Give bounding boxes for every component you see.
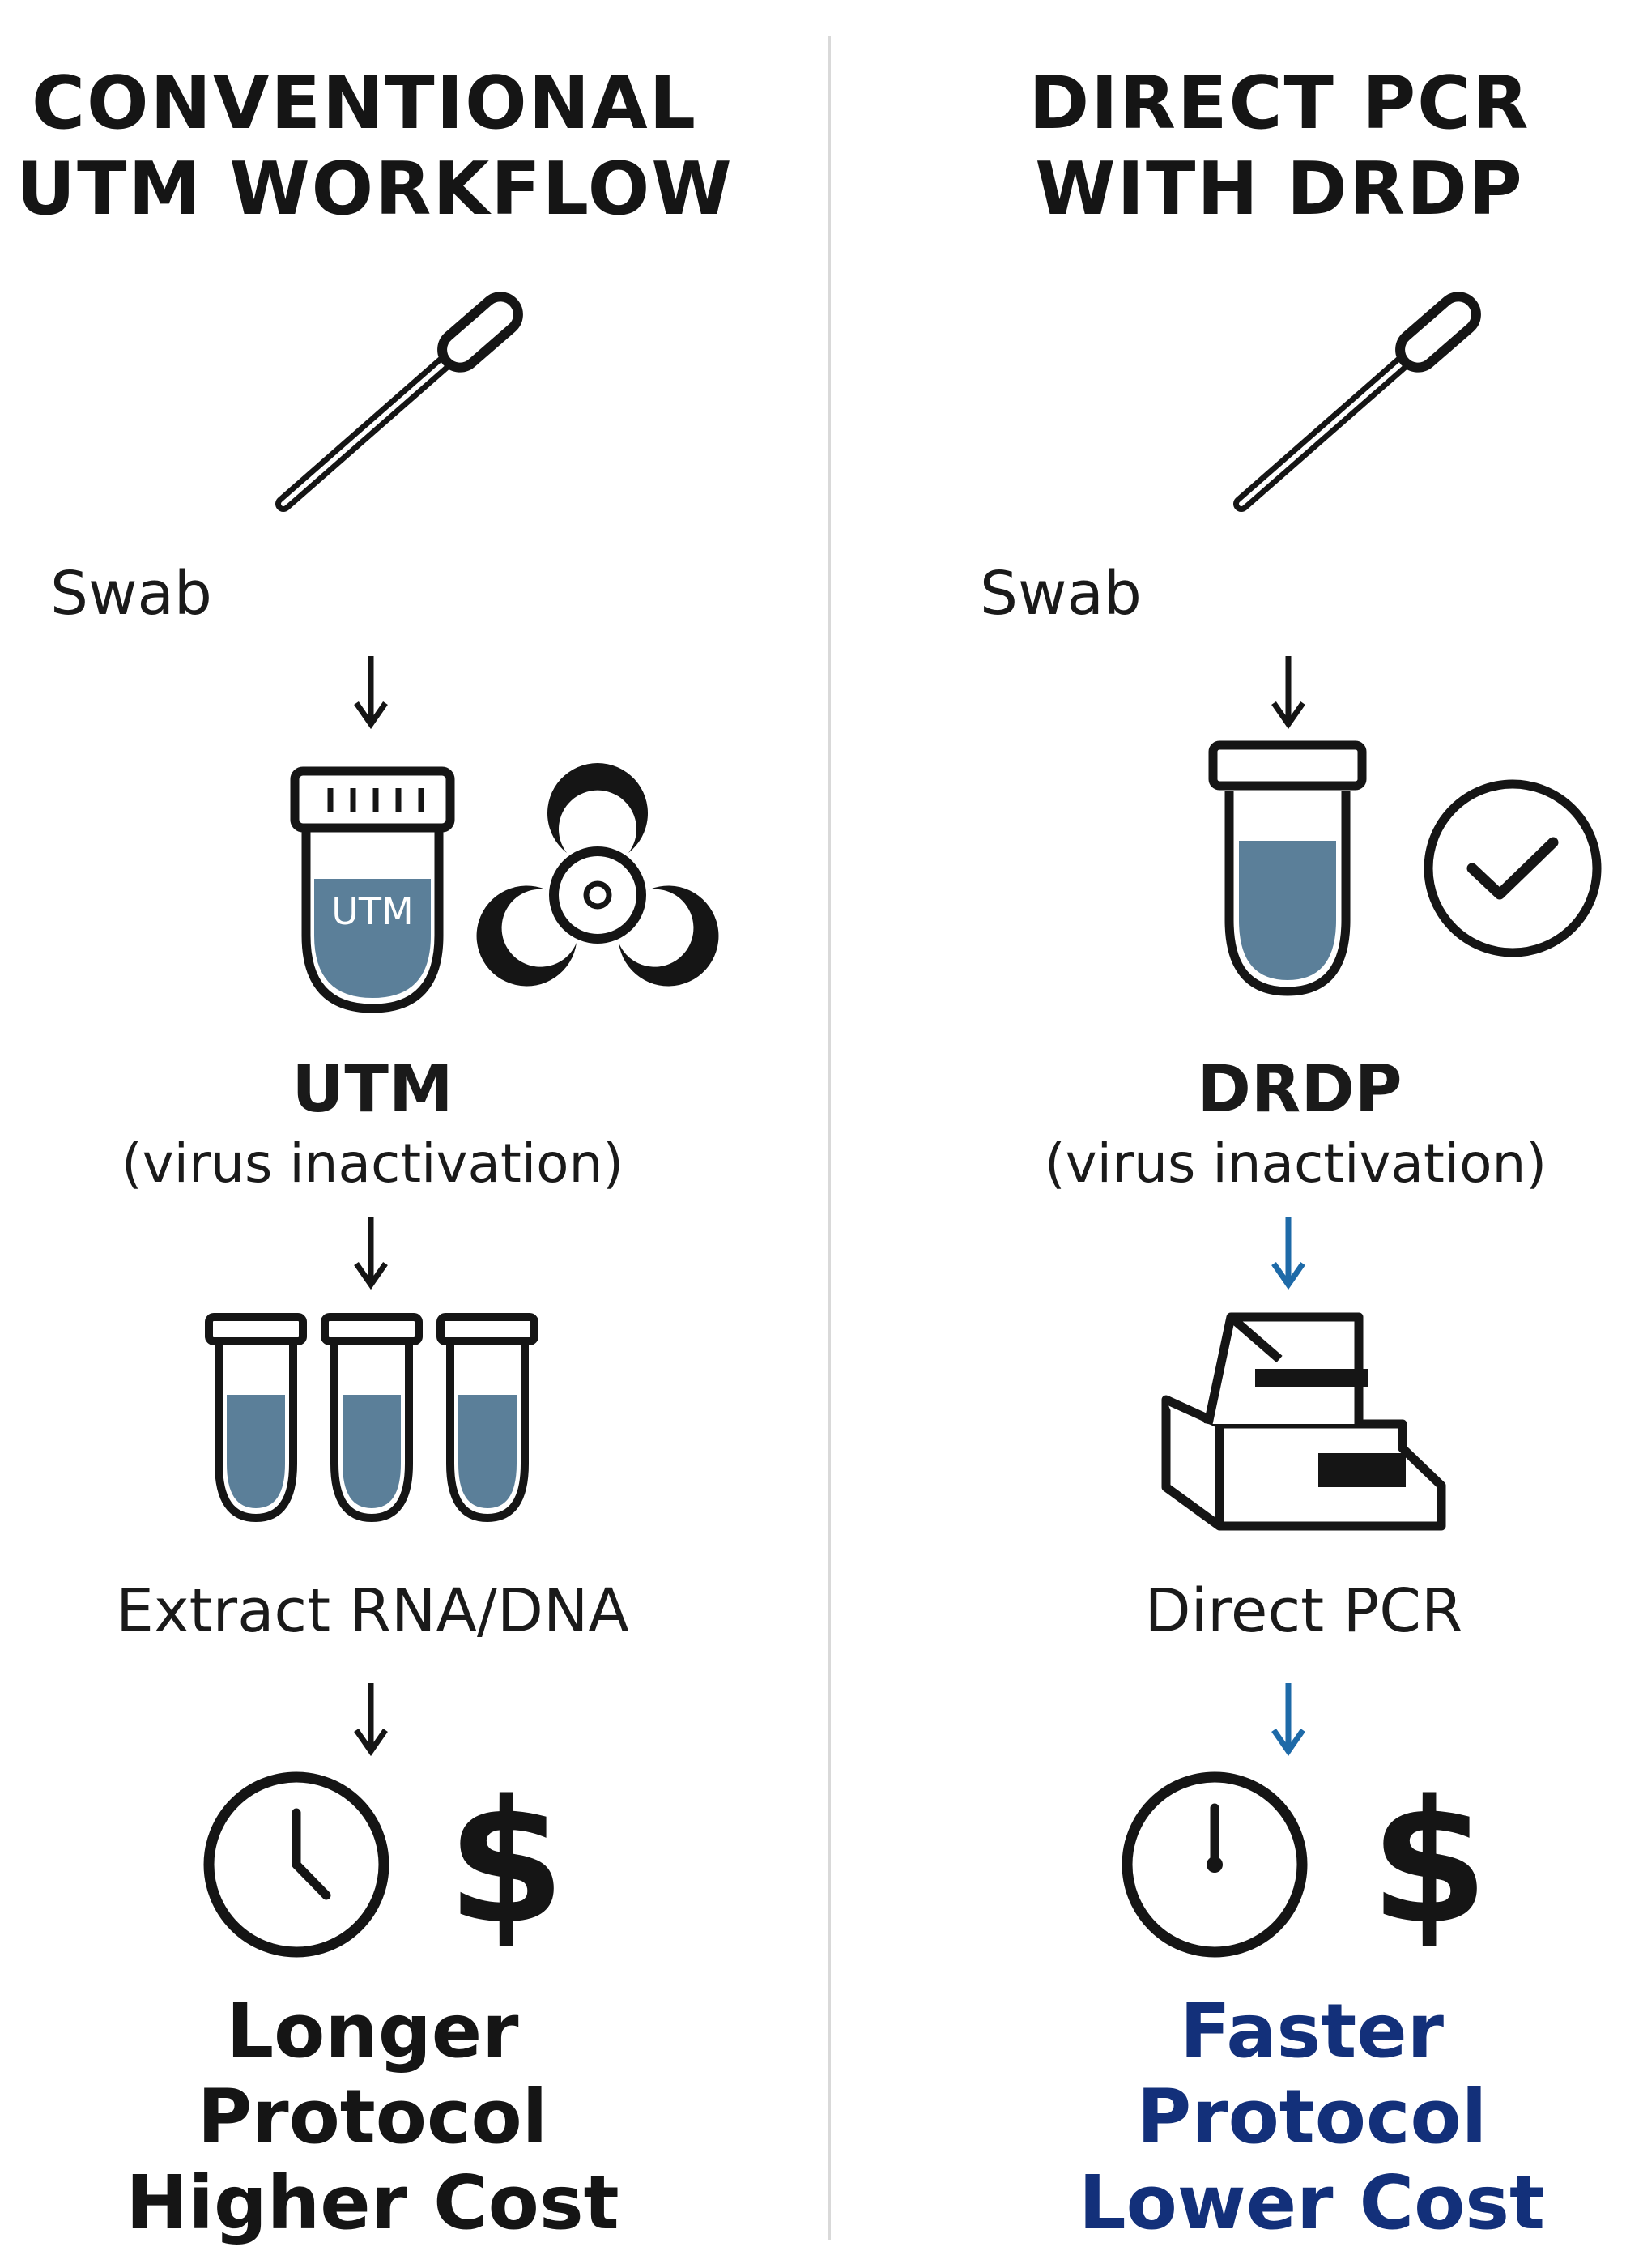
direct-pcr-label: Direct PCR: [1144, 1576, 1463, 1646]
left-stage-title: UTM: [292, 1051, 453, 1127]
right-stage-title: DRDP: [1197, 1051, 1403, 1127]
right-stage-subtitle: (virus inactivation): [1044, 1132, 1547, 1195]
left-swab-label: Swab: [50, 559, 212, 629]
test-tubes-icon: [205, 1313, 538, 1523]
left-outcome-line-1: Longer: [226, 1988, 519, 2074]
left-outcome-line-3: Higher Cost: [126, 2159, 619, 2246]
right-outcome: Faster Protocol Lower Cost: [988, 1989, 1626, 2246]
right-outcome-line-3: Lower Cost: [1078, 2159, 1546, 2246]
right-heading-line-2: WITH DRDP: [1035, 147, 1524, 232]
check-circle-icon: [1424, 779, 1602, 957]
left-heading: CONVENTIONAL UTM WORKFLOW: [16, 61, 734, 232]
dollar-icon: $: [446, 1763, 566, 1962]
extract-rna-dna-label: Extract RNA/DNA: [116, 1576, 629, 1646]
utm-tube-label: UTM: [331, 889, 414, 933]
right-heading: DIRECT PCR WITH DRDP: [947, 61, 1611, 232]
down-arrow-icon: [1271, 1217, 1305, 1290]
left-outcome: Longer Protocol Higher Cost: [49, 1989, 696, 2246]
right-swab-label: Swab: [980, 559, 1142, 629]
clock-icon: [203, 1771, 389, 1958]
column-divider: [828, 36, 831, 2240]
down-arrow-icon: [354, 656, 388, 730]
right-outcome-line-2: Protocol: [1136, 2074, 1488, 2160]
down-arrow-icon: [1271, 656, 1305, 730]
left-heading-line-1: CONVENTIONAL: [31, 61, 698, 146]
biohazard-icon: [476, 763, 719, 987]
pcr-machine-icon: [1161, 1312, 1446, 1531]
left-stage-subtitle: (virus inactivation): [121, 1132, 624, 1195]
tube-icon: [1208, 740, 1367, 996]
down-arrow-icon: [1271, 1683, 1305, 1757]
tube-icon: [290, 766, 455, 1013]
left-outcome-line-2: Protocol: [197, 2074, 548, 2160]
left-heading-line-2: UTM WORKFLOW: [16, 147, 734, 232]
clock-icon: [1122, 1771, 1308, 1958]
right-heading-line-1: DIRECT PCR: [1028, 61, 1530, 146]
down-arrow-icon: [354, 1683, 388, 1757]
dollar-icon: $: [1369, 1763, 1489, 1962]
down-arrow-icon: [354, 1217, 388, 1290]
right-outcome-line-1: Faster: [1179, 1988, 1445, 2074]
